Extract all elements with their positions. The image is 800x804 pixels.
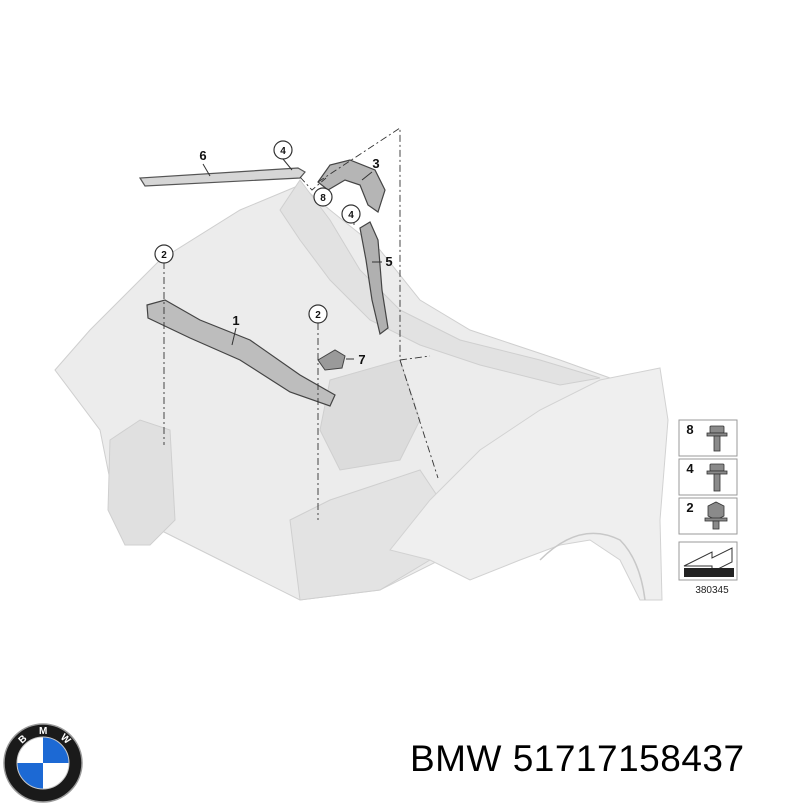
fastener-legend: 8 4 2 380345 (678, 419, 738, 596)
wheel-arch (539, 532, 646, 601)
leader-6 (202, 163, 211, 177)
part-1-strut (146, 299, 336, 407)
svg-text:M: M (39, 726, 47, 737)
direction-arrow-icon (683, 547, 734, 577)
svg-text:4: 4 (280, 146, 286, 157)
callout-4a: 4 (273, 140, 293, 160)
flange-bolt-icon (706, 425, 728, 452)
flange-bolt-icon (706, 463, 728, 492)
hex-nut-bolt-icon (704, 501, 728, 530)
legend-number-2: 2 (686, 500, 693, 515)
callout-7: 7 (358, 352, 365, 367)
leader-4a (282, 158, 293, 171)
leader-3 (361, 171, 373, 181)
svg-text:4: 4 (348, 210, 354, 221)
callout-6: 6 (199, 148, 206, 163)
svg-text:2: 2 (315, 310, 321, 321)
bmw-logo: B M W (3, 723, 83, 803)
callout-1: 1 (232, 313, 239, 328)
part-3-bracket (317, 159, 386, 213)
legend-number-8: 8 (686, 422, 693, 437)
callout-8: 8 (313, 187, 333, 207)
part-5-strut (359, 221, 389, 336)
fender (389, 367, 669, 601)
callout-2b: 2 (308, 304, 328, 324)
leader-1 (231, 327, 237, 346)
callout-5: 5 (385, 254, 392, 269)
svg-text:2: 2 (161, 250, 167, 261)
diagram-reference: 380345 (695, 585, 729, 596)
legend-number-4: 4 (686, 461, 694, 476)
part-6-strut (138, 167, 306, 187)
callout-3: 3 (372, 156, 379, 171)
callout-4b: 4 (341, 204, 361, 224)
part-number-caption: BMW 51717158437 (410, 738, 745, 779)
svg-text:8: 8 (320, 193, 326, 204)
part-7-bracket (317, 349, 346, 371)
callout-2a: 2 (154, 244, 174, 264)
